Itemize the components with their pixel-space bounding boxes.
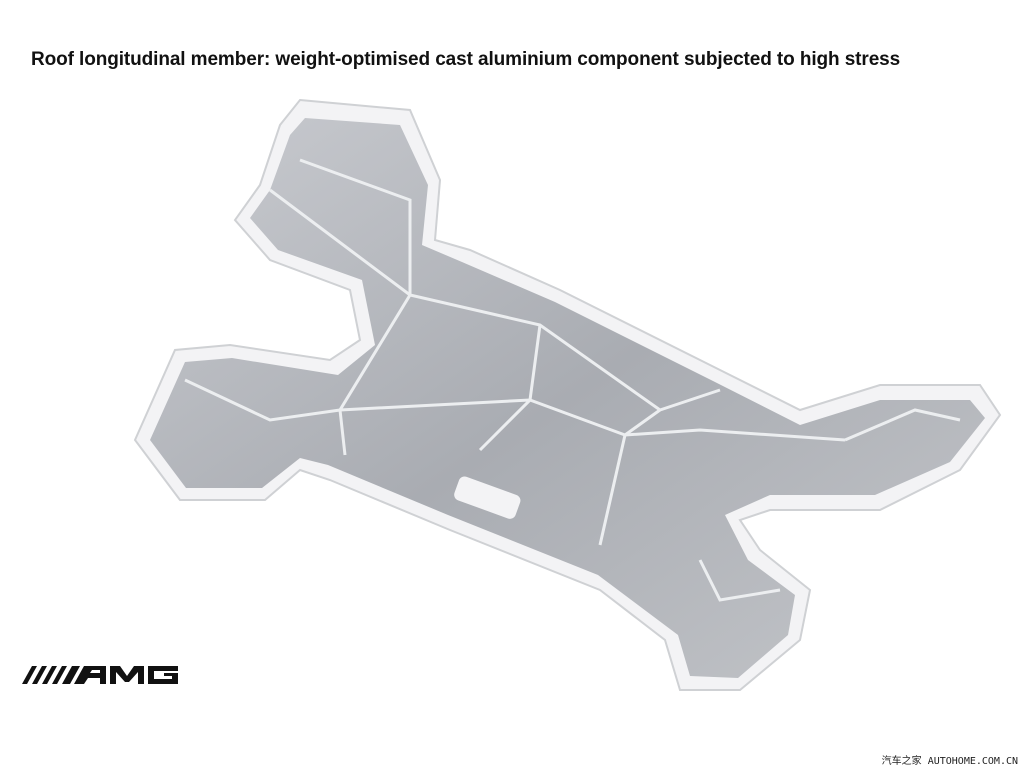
reinforcement-ribs — [184, 158, 961, 602]
page-title: Roof longitudinal member: weight-optimis… — [31, 49, 901, 70]
watermark: 汽车之家 AUTOHOME.COM.CN — [881, 756, 1018, 767]
cutout — [454, 476, 521, 519]
amg-logo — [22, 666, 178, 684]
